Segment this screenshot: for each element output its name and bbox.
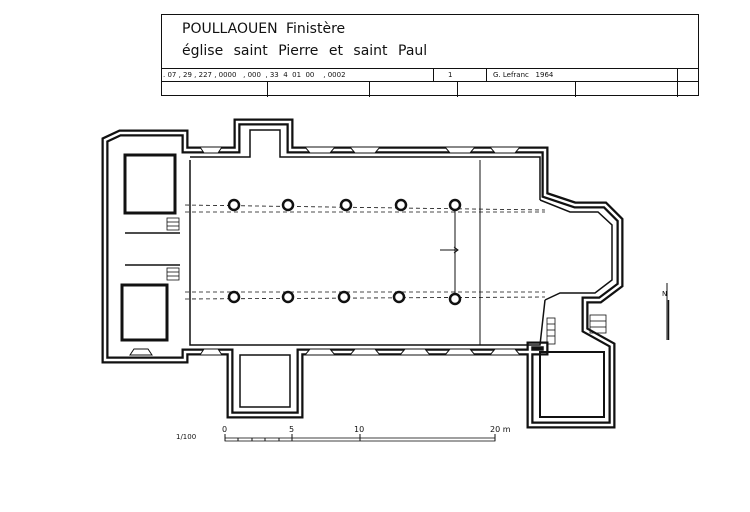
commune-name: POULLAOUEN: [182, 21, 278, 37]
north-west-room: [123, 153, 177, 215]
north-label: N: [662, 290, 668, 298]
window: [303, 146, 337, 154]
walls: [101, 118, 624, 429]
empty-cell: [677, 82, 699, 97]
column: [448, 198, 462, 212]
window: [443, 348, 477, 356]
column: [227, 198, 241, 212]
column: [394, 198, 408, 212]
column: [227, 290, 241, 304]
sheet-number: 1: [433, 69, 486, 82]
scale-tick-label: 20 m: [490, 425, 511, 434]
scale-bar: [224, 434, 496, 442]
column: [337, 290, 351, 304]
arrow-line: [440, 246, 459, 254]
empty-cell: [267, 82, 369, 97]
window: [443, 146, 477, 154]
column: [392, 290, 406, 304]
south-west-room: [120, 283, 169, 342]
stairs: [166, 217, 607, 345]
empty-cell: [369, 82, 457, 97]
building-name: église saint Pierre et saint Paul: [182, 43, 428, 59]
apse-inner: [539, 199, 613, 301]
code-row: . 07 , 29 , 227 , 0000 , 000 , 33 4 01 0…: [162, 68, 698, 82]
sacristy-room: [539, 351, 605, 418]
window: [199, 146, 223, 154]
inner-wall: [189, 129, 546, 346]
window: [398, 348, 432, 356]
scale-tick-label: 5: [289, 425, 295, 434]
scale-tick-label: 0: [222, 425, 228, 434]
empty-cell: [677, 69, 699, 82]
columns: [227, 198, 462, 306]
blank-row: [162, 81, 698, 97]
chancel-line: [454, 160, 481, 345]
window: [488, 348, 522, 356]
west-passage: [125, 232, 180, 266]
department-name: Finistère: [286, 21, 346, 37]
column: [339, 198, 353, 212]
window: [129, 348, 153, 356]
scale-ratio: 1/100: [176, 433, 197, 441]
window: [348, 348, 382, 356]
column: [281, 198, 295, 212]
column: [448, 292, 462, 306]
column: [281, 290, 295, 304]
empty-cell: [457, 82, 575, 97]
outer-wall: [101, 118, 624, 429]
title-block: POULLAOUEN Finistère église saint Pierre…: [161, 14, 699, 97]
window: [199, 348, 223, 356]
window: [488, 146, 522, 154]
inventory-code: . 07 , 29 , 227 , 0000 , 000 , 33 4 01 0…: [163, 71, 346, 79]
scale-tick-label: 10: [354, 425, 365, 434]
empty-cell: [575, 82, 677, 97]
window: [303, 348, 337, 356]
south-porch: [239, 354, 291, 408]
windows: [129, 146, 522, 356]
author-date: G. Lefranc 1964: [486, 69, 677, 82]
north-arrow: [666, 283, 670, 340]
window: [348, 146, 382, 154]
arcade-lines: [184, 204, 546, 300]
